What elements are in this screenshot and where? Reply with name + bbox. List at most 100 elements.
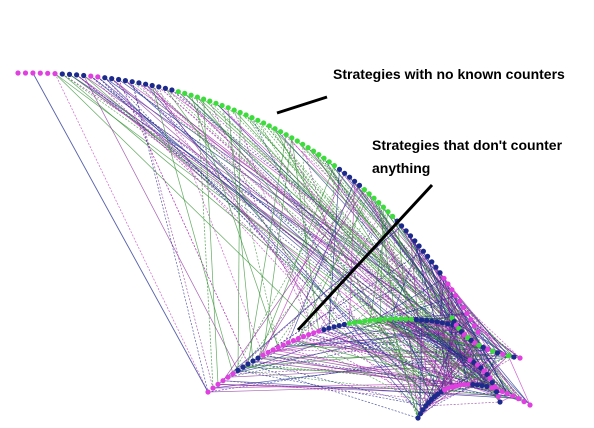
strategy-node: [471, 323, 477, 329]
strategy-node: [283, 132, 289, 138]
counter-edge: [280, 131, 424, 410]
counter-edge: [269, 125, 504, 355]
counter-edge: [118, 79, 249, 365]
strategy-node: [300, 333, 307, 340]
dont-counter-label-line2: anything: [372, 160, 430, 176]
strategy-node: [255, 117, 261, 123]
counter-edge: [431, 325, 459, 400]
counter-edge: [278, 347, 449, 389]
strategy-node: [95, 74, 101, 80]
strategy-node: [156, 84, 162, 90]
strategy-node: [468, 337, 474, 343]
counter-edge: [344, 324, 421, 414]
dont-counter-label-line1: Strategies that don't counter: [372, 137, 563, 153]
strategy-node: [249, 115, 255, 121]
counter-edge: [390, 245, 420, 320]
counter-edge: [242, 197, 375, 368]
strategy-node: [265, 349, 271, 356]
strategy-node: [445, 281, 451, 287]
strategy-node: [380, 204, 386, 210]
strategy-node: [437, 270, 443, 276]
strategy-node: [245, 361, 251, 367]
counter-edge: [405, 318, 471, 361]
strategy-node: [136, 80, 142, 86]
strategy-node: [342, 170, 348, 176]
counter-edge: [482, 347, 508, 394]
counter-edge: [463, 307, 471, 361]
strategy-node: [331, 324, 337, 330]
counter-edge: [151, 85, 330, 329]
strategy-node: [481, 368, 487, 374]
counter-edge: [237, 370, 426, 407]
strategy-node: [109, 76, 115, 82]
counter-edge: [283, 344, 515, 358]
counter-edge: [257, 189, 365, 359]
strategy-node: [129, 79, 135, 85]
strategy-node: [231, 107, 237, 113]
no-counters-label: Strategies with no known counters: [333, 66, 565, 82]
strategy-node: [289, 135, 295, 141]
strategy-node: [352, 178, 358, 184]
counter-edge: [222, 380, 519, 399]
strategy-node: [81, 72, 87, 79]
counter-edge: [282, 185, 360, 346]
strategy-node: [449, 287, 455, 293]
strategy-node: [475, 329, 481, 335]
strategy-node: [207, 98, 213, 104]
counter-edge: [328, 189, 365, 329]
counter-edge: [257, 120, 376, 320]
counter-edge: [390, 318, 465, 336]
strategy-node: [424, 317, 430, 324]
counter-edge: [233, 109, 315, 334]
strategy-node: [403, 316, 409, 322]
counter-edge: [203, 99, 219, 385]
counter-edge: [440, 324, 454, 392]
counter-edge: [262, 173, 345, 356]
strategy-node: [331, 163, 337, 169]
strategy-node: [261, 120, 267, 126]
counter-edge: [323, 329, 445, 391]
strategy-node: [15, 70, 21, 76]
counter-edge: [32, 72, 209, 393]
counter-edge: [379, 207, 384, 320]
counter-edge: [405, 318, 421, 414]
strategy-node: [201, 96, 207, 102]
strategy-node: [445, 321, 451, 327]
counter-edge: [302, 144, 309, 335]
counter-edge: [272, 202, 379, 351]
strategy-node: [225, 374, 231, 380]
counter-edge: [368, 193, 493, 383]
strategy-node: [511, 354, 517, 360]
strategy-node: [321, 327, 327, 333]
strategy-node: [474, 382, 480, 388]
counter-edge: [151, 85, 234, 374]
strategy-node: [278, 129, 284, 135]
strategy-node: [316, 152, 322, 158]
counter-edge: [425, 401, 501, 407]
strategy-node: [194, 94, 200, 100]
counter-edge: [145, 83, 424, 410]
counter-edge: [313, 332, 435, 397]
counter-edge: [420, 319, 422, 414]
strategy-node: [382, 316, 388, 322]
counter-edge: [165, 88, 340, 326]
strategy-node: [453, 292, 459, 299]
counter-edge: [453, 321, 509, 357]
strategy-node: [505, 353, 511, 359]
counter-edge: [444, 389, 519, 399]
strategy-node: [59, 71, 65, 77]
counter-edge: [384, 221, 398, 320]
strategy-node: [175, 89, 181, 95]
strategy-node: [220, 378, 226, 384]
counter-edge: [171, 89, 427, 321]
strategy-node: [326, 159, 332, 165]
counter-edge: [313, 150, 422, 321]
strategy-node: [457, 298, 463, 304]
counter-edge: [197, 96, 454, 326]
counter-edge: [474, 325, 499, 397]
strategy-node: [489, 348, 496, 354]
strategy-node: [357, 319, 363, 325]
strategy-node: [465, 381, 471, 387]
strategy-node: [385, 209, 391, 215]
